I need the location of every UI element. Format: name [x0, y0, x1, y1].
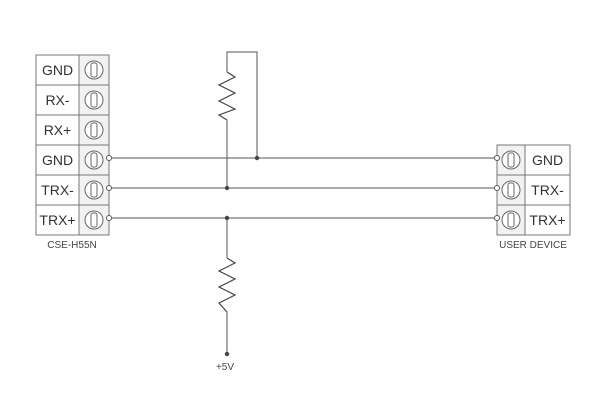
screw-terminal-icon — [84, 180, 104, 200]
left-connector: GND RX- RX+ GND TRX- TRX+ CSE-H55N — [35, 54, 112, 251]
screw-terminal-icon — [84, 90, 104, 110]
pin-end-dot — [106, 155, 112, 161]
right-connector: GND TRX- TRX+ USER DEVICE — [494, 144, 571, 251]
right-pin-label: TRX- — [531, 182, 564, 198]
left-connector-title: CSE-H55N — [47, 240, 96, 251]
left-pin-label: GND — [42, 152, 73, 168]
right-pin-cell — [524, 174, 571, 206]
power-node — [224, 351, 230, 357]
screw-terminal-icon — [84, 210, 104, 230]
pull-resistor-top — [217, 71, 237, 121]
left-pin-cell — [35, 174, 80, 206]
pin-end-dot — [494, 185, 500, 191]
left-pin-label: RX- — [45, 92, 69, 108]
power-supply-label: +5V — [216, 362, 234, 373]
pin-end-dot — [106, 185, 112, 191]
upper-resistor-loop-wire — [226, 51, 258, 158]
screw-terminal-icon — [84, 60, 104, 80]
wires — [109, 51, 497, 354]
right-pin-label: GND — [532, 152, 563, 168]
junction-node — [254, 155, 260, 161]
pin-end-dot — [494, 215, 500, 221]
left-pin-cell — [35, 204, 80, 236]
left-pin-label: GND — [42, 62, 73, 78]
right-pin-cell — [524, 204, 571, 236]
left-pin-label: RX+ — [44, 122, 72, 138]
right-pin-label: TRX+ — [529, 212, 565, 228]
junction-node — [224, 215, 230, 221]
screw-terminal-icon — [501, 180, 521, 200]
pin-end-dot — [106, 215, 112, 221]
junction-node — [224, 185, 230, 191]
pull-resistor-bottom — [217, 257, 237, 313]
pin-end-dot — [494, 155, 500, 161]
left-pin-label: TRX- — [41, 182, 74, 198]
screw-terminal-icon — [501, 150, 521, 170]
screw-terminal-icon — [501, 210, 521, 230]
left-pin-label: TRX+ — [39, 212, 75, 228]
screw-terminal-icon — [84, 150, 104, 170]
right-pin-cell — [524, 144, 571, 176]
screw-terminal-icon — [84, 120, 104, 140]
right-connector-title: USER DEVICE — [499, 240, 567, 251]
junction-nodes — [224, 155, 260, 357]
